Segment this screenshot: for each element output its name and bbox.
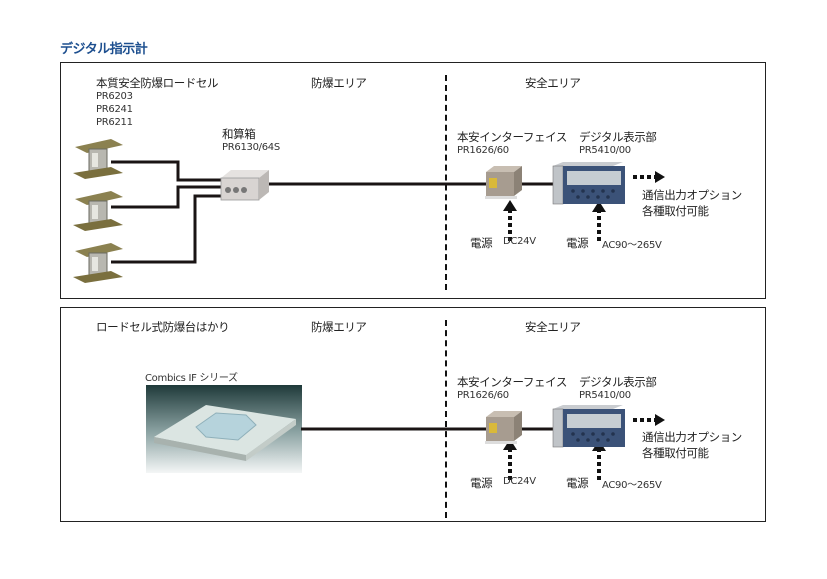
power-arrow-icon xyxy=(592,201,606,241)
safe-area-label: 安全エリア xyxy=(525,76,581,90)
wiring-diagram xyxy=(111,160,665,264)
interface-name: 本安インターフェイス xyxy=(457,130,567,144)
interface-model: PR1626/60 xyxy=(457,390,509,401)
scale-name: Combics IF シリーズ xyxy=(145,373,238,384)
area-divider xyxy=(445,320,447,518)
interface-box-image xyxy=(484,409,524,449)
loadcell-system-panel: 本質安全防爆ロードセル PR6203 PR6241 PR6211 防爆エリア 安… xyxy=(60,62,766,299)
platform-scale-panel: ロードセル式防爆台はかり 防爆エリア 安全エリア Combics IF シリーズ… xyxy=(60,307,766,522)
loadcell-model: PR6211 xyxy=(96,117,133,128)
display-model: PR5410/00 xyxy=(579,390,631,401)
display-power-label: 電源 xyxy=(566,476,589,490)
display-model: PR5410/00 xyxy=(579,145,631,156)
display-name: デジタル表示部 xyxy=(579,375,657,389)
wire xyxy=(111,185,221,209)
option-note: 各種取付可能 xyxy=(642,204,709,218)
loadcell-image xyxy=(71,133,126,297)
interface-power-value: DC24V xyxy=(503,476,536,487)
display-power-value: AC90〜265V xyxy=(602,480,662,491)
safe-area-label: 安全エリア xyxy=(525,320,581,334)
interface-power-label: 電源 xyxy=(470,236,493,250)
display-name: デジタル表示部 xyxy=(579,130,657,144)
loadcell-model: PR6203 xyxy=(96,91,133,102)
interface-box-image xyxy=(484,164,524,204)
interface-power-label: 電源 xyxy=(470,476,493,490)
option-note: 通信出力オプション xyxy=(642,430,742,444)
power-arrow-icon xyxy=(503,439,517,480)
loadcell-model: PR6241 xyxy=(96,104,133,115)
interface-name: 本安インターフェイス xyxy=(457,375,567,389)
hazard-area-label: 防爆エリア xyxy=(311,76,367,90)
page-title: デジタル指示計 xyxy=(60,42,148,57)
wire xyxy=(111,194,221,264)
option-note: 各種取付可能 xyxy=(642,446,709,460)
platform-scale-image xyxy=(146,385,302,477)
junction-box-image xyxy=(219,166,271,206)
scale-heading: ロードセル式防爆台はかり xyxy=(96,320,230,334)
display-unit-image xyxy=(551,162,633,210)
output-arrow-icon xyxy=(633,414,665,426)
junction-box-name: 和算箱 xyxy=(222,127,256,141)
junction-box-model: PR6130/64S xyxy=(222,142,280,153)
loadcell-heading: 本質安全防爆ロードセル xyxy=(96,76,219,90)
display-unit-image xyxy=(551,405,633,453)
wire xyxy=(111,160,221,182)
interface-model: PR1626/60 xyxy=(457,145,509,156)
hazard-area-label: 防爆エリア xyxy=(311,320,367,334)
option-note: 通信出力オプション xyxy=(642,188,742,202)
display-power-value: AC90〜265V xyxy=(602,240,662,251)
power-arrow-icon xyxy=(503,200,517,241)
output-arrow-icon xyxy=(633,171,665,183)
interface-power-value: DC24V xyxy=(503,236,536,247)
display-power-label: 電源 xyxy=(566,236,589,250)
